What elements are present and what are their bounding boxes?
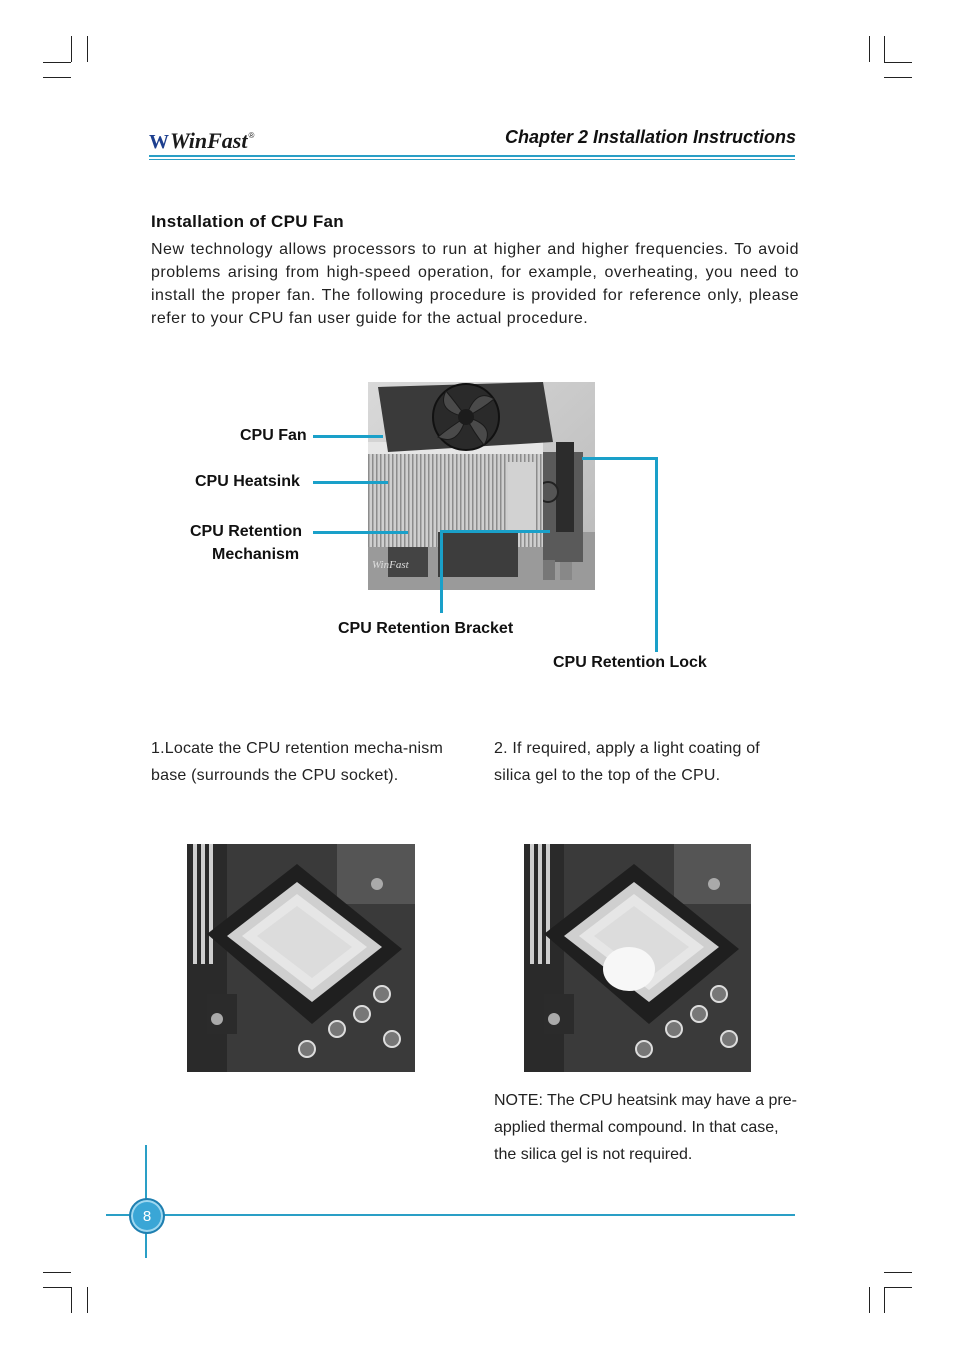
callout-line-bracket-h: [440, 530, 550, 533]
callout-line-fan: [313, 435, 383, 438]
callout-line-bracket-v: [440, 530, 443, 613]
cpu-fan-photo: WinFast: [368, 382, 595, 590]
label-retention-bracket: CPU Retention Bracket: [338, 620, 514, 637]
label-retention-mechanism-2: Mechanism: [212, 546, 300, 563]
logo-text: WinFast: [170, 128, 248, 153]
socket-photo-2: [524, 844, 751, 1072]
note-text: NOTE: The CPU heatsink may have a pre-ap…: [494, 1092, 797, 1163]
logo-registered: ®: [248, 131, 255, 140]
page-number: 8: [129, 1198, 165, 1234]
section-title: Installation of CPU Fan: [151, 212, 344, 231]
board-brand-text: WinFast: [372, 559, 410, 571]
callout-line-lock-v: [655, 457, 658, 652]
header-rule-thin: [149, 159, 795, 160]
step-1-text: 1.Locate the CPU retention mecha-nism ba…: [151, 740, 443, 784]
label-retention-mechanism-1: CPU Retention: [190, 523, 302, 540]
callout-line-heatsink: [313, 481, 388, 484]
winfast-logo: W WinFast ®: [149, 126, 254, 154]
footer-rule: [106, 1214, 795, 1216]
callout-line-lock-h: [582, 457, 658, 460]
silica-gel-blob: [603, 947, 655, 991]
intro-paragraph: New technology allows processors to run …: [151, 241, 799, 327]
step-2-text: 2. If required, apply a light coating of…: [494, 740, 760, 784]
label-cpu-heatsink: CPU Heatsink: [195, 473, 300, 490]
chapter-title: Chapter 2 Installation Instructions: [504, 127, 796, 147]
callout-line-mechanism: [313, 531, 408, 534]
logo-mark: W: [149, 131, 169, 153]
socket-photo-1: [187, 844, 415, 1072]
header-rule-thick: [149, 155, 795, 157]
label-cpu-fan: CPU Fan: [240, 427, 307, 444]
label-retention-lock: CPU Retention Lock: [553, 654, 707, 671]
